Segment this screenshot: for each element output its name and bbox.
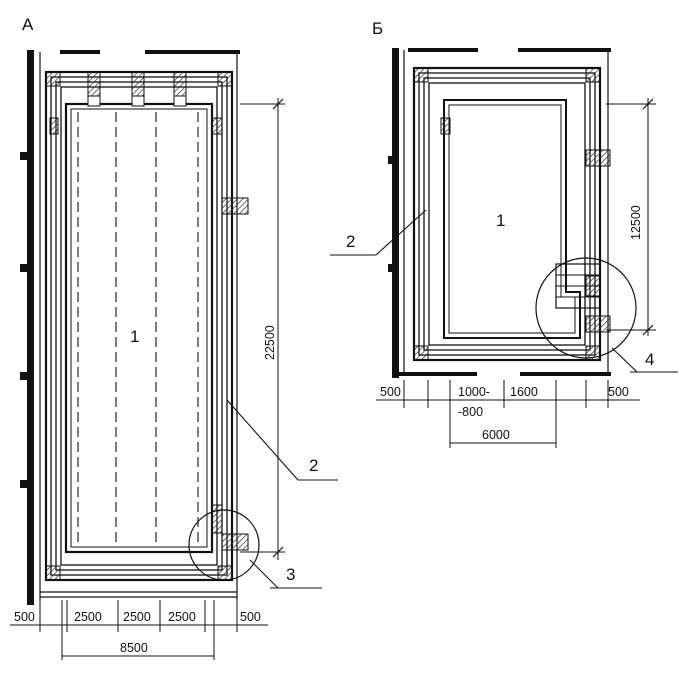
plan-a-ladder-right: [221, 197, 249, 215]
plan-b-top-wall-right: [518, 48, 611, 52]
plan-a-top-wall-left: [60, 50, 100, 54]
plan-b-dim-bottom: 500 1000- -800 1600 500 6000: [376, 380, 640, 448]
plan-b-ladder-lower: [585, 315, 611, 333]
plan-b-dim-1000: 1000-: [458, 385, 490, 399]
plan-b-bottom-wall-right: [520, 372, 611, 376]
plan-a-starting-blocks: [87, 71, 187, 107]
plan-b-dim-total: 6000: [482, 428, 510, 442]
plan-a-column: [20, 480, 30, 488]
plan-a-corner: [45, 565, 61, 581]
plan-b-left-wall: [392, 48, 399, 378]
plan-a-corner: [45, 71, 61, 87]
plan-b-dim-800: -800: [458, 405, 483, 419]
plan-b-ladder-upper: [585, 149, 611, 167]
plan-a-dim-2500-1: 2500: [74, 610, 102, 624]
plan-b-dim-12500: 12500: [629, 205, 643, 240]
plan-b-column: [388, 156, 398, 164]
plan-a-dim-vertical: 22500: [240, 98, 285, 560]
plan-a-lane-lines: [77, 112, 199, 545]
plan-a-dim-500-left: 500: [14, 610, 35, 624]
plan-a-pad: [211, 117, 223, 135]
plan-b-top-wall-left: [408, 48, 478, 52]
plan-b-dim-500-left: 500: [380, 385, 401, 399]
plan-b-label-2: 2: [346, 232, 355, 251]
plan-a-dim-total: 8500: [120, 641, 148, 655]
plan-a-dim-2500-2: 2500: [123, 610, 151, 624]
plan-b: Б: [330, 19, 678, 448]
plan-a-dim-22500: 22500: [263, 325, 277, 360]
plan-b-steps: [555, 263, 601, 309]
plan-b-column: [388, 264, 398, 272]
plan-a-column: [20, 372, 30, 380]
plan-b-label-1: 1: [496, 211, 505, 230]
plan-a-letter: А: [22, 15, 34, 34]
plan-b-corner: [413, 67, 429, 83]
plan-a-ladder-bottom: [221, 533, 249, 551]
plan-a: А: [10, 15, 338, 660]
plan-b-label-4: 4: [645, 350, 654, 369]
plan-a-label-3: 3: [286, 565, 295, 584]
plan-b-pad: [440, 117, 451, 135]
plan-a-basin-walls: [44, 70, 234, 582]
plan-a-pad: [49, 117, 59, 135]
plan-a-left-wall: [27, 50, 34, 605]
plan-b-letter: Б: [372, 19, 383, 38]
plan-a-column: [20, 152, 30, 160]
plan-b-dim-vertical: 12500: [606, 98, 656, 336]
plan-b-corner: [413, 345, 429, 361]
plan-a-top-wall-right: [145, 50, 240, 54]
plan-a-outer-frame: [20, 50, 240, 605]
plan-a-label-2: 2: [309, 456, 318, 475]
plan-a-dim-bottom: 500 2500 2500 2500 500 8500: [10, 600, 268, 660]
plan-b-detail-circle: [535, 257, 637, 359]
plan-a-pad: [211, 504, 223, 534]
plan-a-dim-500-right: 500: [240, 610, 261, 624]
plan-b-outer-frame: [388, 48, 611, 378]
plan-b-dim-500-right: 500: [608, 385, 629, 399]
plan-b-dim-1600: 1600: [510, 385, 538, 399]
plan-b-basin-walls: [412, 66, 602, 362]
plan-a-column: [20, 264, 30, 272]
plan-a-label-1: 1: [130, 327, 139, 346]
plan-a-detail-circle: [188, 509, 260, 581]
plan-a-corner: [217, 71, 233, 87]
plan-a-dim-2500-3: 2500: [168, 610, 196, 624]
plan-b-bottom-wall-left: [392, 372, 477, 376]
plan-a-corner: [217, 565, 233, 581]
plan-b-corner: [585, 67, 601, 83]
